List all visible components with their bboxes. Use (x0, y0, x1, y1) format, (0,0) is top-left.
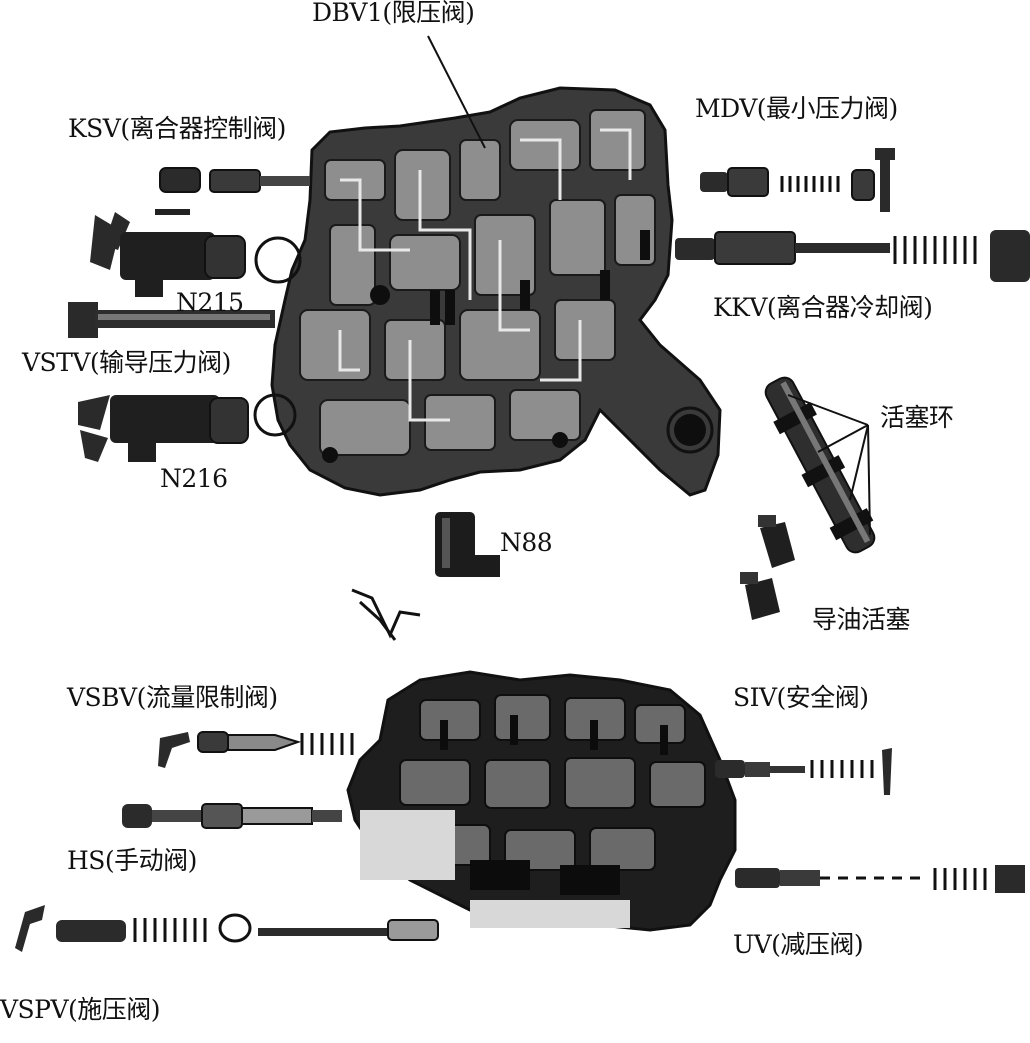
label-hs: HS(手动阀) (67, 846, 197, 875)
label-piston-ring: 活塞环 (880, 403, 954, 432)
retaining-clip (351, 588, 421, 641)
label-vstv: VSTV(输导压力阀) (22, 348, 231, 377)
ksv-spool (155, 167, 310, 215)
label-n88: N88 (500, 528, 553, 557)
label-ksv: KSV(离合器控制阀) (68, 114, 286, 143)
dbv1-pointer (427, 35, 486, 149)
upper-valve-body (270, 86, 722, 497)
n88-part (435, 512, 500, 577)
oil-guide-pistons (740, 515, 795, 620)
label-mdv: MDV(最小压力阀) (695, 94, 898, 123)
label-oil-piston: 导油活塞 (812, 605, 911, 634)
label-n215: N215 (176, 288, 244, 317)
n216-solenoid (78, 393, 297, 462)
label-vspv: VSPV(施压阀) (0, 995, 161, 1024)
hs-spool (122, 803, 342, 829)
label-uv: UV(减压阀) (733, 930, 864, 959)
vspv-parts (15, 905, 439, 952)
vsbv-parts (158, 731, 354, 768)
uv-parts (735, 865, 1025, 893)
vstv-spool (68, 302, 275, 338)
mdv-parts (700, 148, 895, 212)
label-n216: N216 (160, 464, 228, 493)
label-siv: SIV(安全阀) (733, 683, 869, 712)
piston-rings-part (764, 376, 876, 554)
label-kkv: KKV(离合器冷却阀) (713, 293, 933, 322)
label-vsbv: VSBV(流量限制阀) (67, 683, 278, 712)
kkv-spool (675, 230, 1030, 282)
siv-parts (715, 748, 892, 795)
lower-valve-body (346, 670, 737, 932)
label-dbv1: DBV1(限压阀) (312, 0, 475, 27)
n215-solenoid (90, 212, 302, 297)
